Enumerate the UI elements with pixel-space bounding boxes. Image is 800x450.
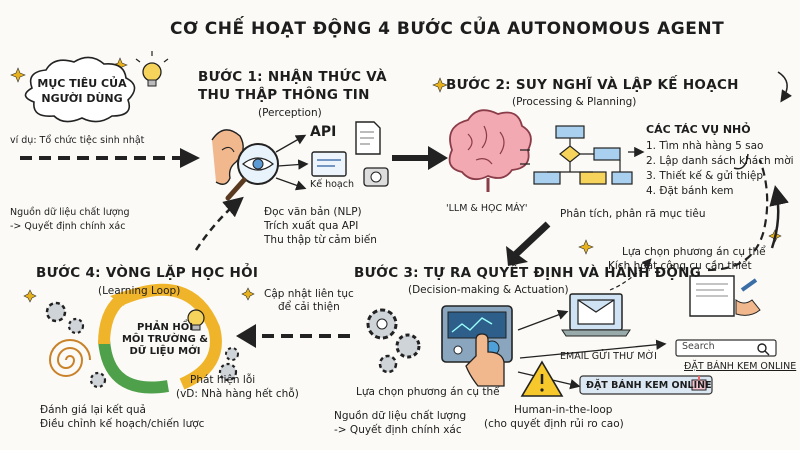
plan-label: Kế hoạch [310,179,354,190]
search-box[interactable] [675,339,777,357]
form-signing-icon [689,275,761,317]
tool-note-line2: Kích hoạt công cụ cần thiết [608,260,752,272]
user-goal-cloud [24,56,136,123]
laptop-email-icon [561,293,631,337]
email-label: EMAIL GỬI THƯ MỜI [560,351,657,362]
brain-icon [448,109,532,192]
update-note-line2: để cải thiện [278,301,340,313]
update-note-line1: Cập nhật liên tục [264,288,354,300]
gears-small-icon [45,301,239,389]
review-note-line2: Điều chỉnh kế hoạch/chiến lược [40,418,205,430]
step4-title: BƯỚC 4: VÒNG LẶP HỌC HỎI [36,265,259,281]
lightbulb-small-icon [187,309,205,331]
analysis-label: Phân tích, phân rã mục tiêu [560,208,706,220]
user-goal-bubble-line2: NGƯỜI DÙNG [41,92,123,105]
order-button[interactable]: ĐẶT BÁNH KEM ONLINE [586,380,712,391]
cake-icon [691,376,707,391]
step1-item-1: Đọc văn bản (NLP) [264,206,362,218]
search-icon [757,343,770,356]
gears-icon [366,308,421,374]
step1-item-2: Trích xuất qua API [264,220,359,232]
eye-magnifier-icon [225,143,279,201]
flowchart-icon [520,125,633,185]
task-item-1: 1. Tìm nhà hàng 5 sao [646,140,764,152]
human-loop-line2: (cho quyết định rủi ro cao) [484,418,624,430]
step1-title-line2: THU THẬP THÔNG TIN [198,87,370,103]
user-goal-bubble-line1: MỤC TIÊU CỦA [37,77,127,90]
feedback-line3: DỮ LIỆU MỚI [129,346,201,357]
order-button-bg [579,375,713,395]
task-item-3: 3. Thiết kế & gửi thiệp [646,170,764,182]
tool-note-line1: Lựa chọn phương án cụ thể [622,246,766,258]
step3-subtitle: (Decision-making & Actuation) [408,284,569,296]
data-note-line1: Nguồn dữ liệu chất lượng [334,410,467,422]
data-note-line2: -> Quyết định chính xác [334,424,462,436]
human-loop-line1: Human-in-the-loop [514,404,613,416]
step4-top-note-line1: Nguồn dữ liệu chất lượng [10,207,130,218]
brain-label: 'LLM & HỌC MÁY' [446,203,528,214]
feedback-line1: PHẢN HỒI [137,322,193,333]
spiral-icon [48,339,91,377]
order-link[interactable]: ĐẶT BÁNH KEM ONLINE [684,361,797,372]
learning-loop-icon [98,283,222,394]
step1-item-3: Thu thập từ cảm biến [264,234,377,246]
ear-icon [211,129,244,185]
api-label: API [310,124,337,140]
task-item-4: 4. Đặt bánh kem [646,185,734,197]
step1-subtitle: (Perception) [258,107,322,119]
lightbulb-icon [135,51,169,87]
tasks-title: CÁC TÁC VỤ NHỎ [646,123,751,136]
error-note-line2: (vD: Nhà hàng hết chỗ) [176,388,299,400]
hand-pointer-icon [465,333,505,387]
feedback-line2: MÔI TRƯỜNG & [121,334,209,345]
step1-title-line1: BƯỚC 1: NHẬN THỨC VÀ [198,69,387,85]
step2-subtitle: (Processing & Planning) [512,96,637,108]
step2-title: BƯỚC 2: SUY NGHĨ VÀ LẬP KẾ HOẠCH [446,77,739,93]
camera-icon [363,167,389,187]
user-goal-example: ví dụ: Tổ chức tiệc sinh nhật [10,135,145,146]
warning-icon [520,360,564,397]
error-note-line1: Phát hiện lỗi [190,374,256,386]
step3-title: BƯỚC 3: TỰ RA QUYẾT ĐỊNH VÀ HÀNH ĐỘNG [354,265,702,281]
task-item-2: 2. Lập danh sách khách mời [646,155,794,167]
screen-icon [311,151,347,177]
step4-subtitle: (Learning Loop) [98,285,181,297]
step4-top-note-line2: -> Quyết định chính xác [10,221,126,232]
search-input[interactable]: Search [682,341,715,352]
choose-option-label: Lựa chọn phương án cụ thể [356,386,500,398]
page-title: CƠ CHẾ HOẠT ĐỘNG 4 BƯỚC CỦA AUTONOMOUS A… [170,19,725,39]
review-note-line1: Đánh giá lại kết quả [40,404,146,416]
document-icon [355,121,381,155]
